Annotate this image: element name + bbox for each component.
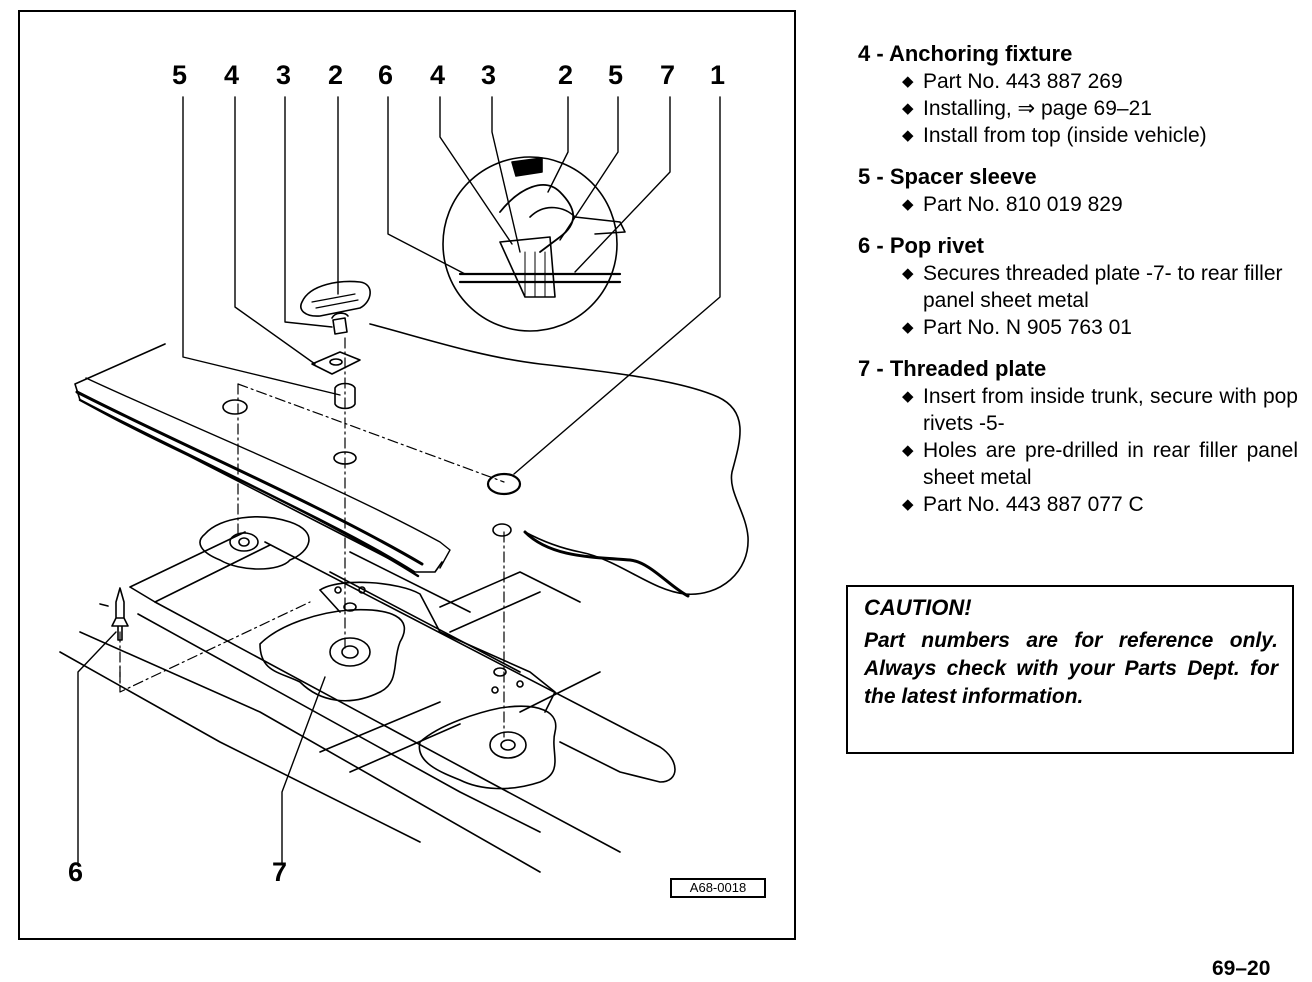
page-reference-link[interactable]: Installing, ⇒ page 69–21 xyxy=(923,97,1152,120)
callout-6-detail: 6 xyxy=(378,60,394,90)
diamond-bullet-icon: ◆ xyxy=(902,73,914,90)
list-item: ◆Insert from inside trunk, secure with p… xyxy=(902,385,1298,435)
list-item: ◆Secures threaded plate -7- to rear fill… xyxy=(902,262,1283,312)
page-number: 69–20 xyxy=(1212,957,1271,980)
diamond-bullet-icon: ◆ xyxy=(902,127,914,144)
legend-item-title: 5 - Spacer sleeve xyxy=(858,164,1037,189)
item-name: Spacer sleeve xyxy=(889,164,1037,189)
caution-box: CAUTION! Part numbers are for reference … xyxy=(846,585,1294,754)
callout-4-main: 4 xyxy=(224,60,240,90)
anchoring-cap xyxy=(300,280,371,317)
item-name: Threaded plate xyxy=(889,356,1047,381)
item-number: 6 xyxy=(858,233,871,258)
item-number: 5 xyxy=(858,164,871,189)
detail-inset xyxy=(442,156,618,332)
parts-legend: 4 - Anchoring fixture ◆Part No. 443 887 … xyxy=(858,40,1298,532)
pop-rivet xyxy=(111,587,129,641)
figure-drawing xyxy=(59,96,749,873)
callout-6-bottom: 6 xyxy=(68,857,84,887)
diamond-bullet-icon: ◆ xyxy=(902,442,914,459)
callout-4-detail: 4 xyxy=(430,60,446,90)
legend-item-threaded-plate: 7 - Threaded plate ◆Insert from inside t… xyxy=(858,355,1298,518)
anchoring-fixture xyxy=(311,351,361,375)
callout-2-main: 2 xyxy=(328,60,344,90)
diamond-bullet-icon: ◆ xyxy=(902,319,914,336)
diamond-bullet-icon: ◆ xyxy=(902,196,914,213)
list-item: ◆Part No. 443 887 077 C xyxy=(902,493,1144,516)
spacer-sleeve xyxy=(334,382,356,410)
diamond-bullet-icon: ◆ xyxy=(902,100,914,117)
legend-item-anchoring-fixture: 4 - Anchoring fixture ◆Part No. 443 887 … xyxy=(858,40,1298,149)
legend-item-title: 7 - Threaded plate xyxy=(858,356,1047,381)
list-item: ◆Holes are pre-drilled in rear filler pa… xyxy=(902,439,1298,489)
legend-item-pop-rivet: 6 - Pop rivet ◆Secures threaded plate -7… xyxy=(858,232,1298,341)
bullet-list: ◆Part No. 443 887 269 ◆ Installing, ⇒ pag… xyxy=(858,68,1298,149)
callout-5-detail: 5 xyxy=(608,60,624,90)
list-item: ◆Part No. 810 019 829 xyxy=(902,193,1123,216)
legend-item-title: 4 - Anchoring fixture xyxy=(858,41,1073,66)
bullet-list: ◆Part No. 810 019 829 xyxy=(858,191,1298,218)
bullet-list: ◆Secures threaded plate -7- to rear fill… xyxy=(858,260,1298,341)
exploded-view-figure: 5 4 3 2 6 4 3 2 5 7 1 6 7 A68-0018 xyxy=(18,10,796,940)
callout-7-bottom: 7 xyxy=(272,857,288,887)
diamond-bullet-icon: ◆ xyxy=(902,388,914,405)
diamond-bullet-icon: ◆ xyxy=(902,265,914,282)
screw xyxy=(331,312,349,335)
diamond-bullet-icon: ◆ xyxy=(902,496,914,513)
item-number: 7 xyxy=(858,356,871,381)
threaded-plate-center xyxy=(259,608,406,702)
threaded-plate-left xyxy=(199,516,310,570)
callout-1: 1 xyxy=(710,60,726,90)
caution-title: CAUTION! xyxy=(864,595,972,620)
callout-3-main: 3 xyxy=(276,60,292,90)
callout-3-detail: 3 xyxy=(481,60,497,90)
caution-text: Part numbers are for reference only. Alw… xyxy=(864,629,1278,708)
item-name: Anchoring fixture xyxy=(888,41,1073,66)
callout-7-detail: 7 xyxy=(660,60,676,90)
legend-item-spacer-sleeve: 5 - Spacer sleeve ◆Part No. 810 019 829 xyxy=(858,163,1298,218)
bullet-list: ◆Insert from inside trunk, secure with p… xyxy=(858,383,1298,518)
rear-panel-outline xyxy=(369,323,749,595)
list-item: ◆Install from top (inside vehicle) xyxy=(902,124,1207,147)
list-item: ◆ Installing, ⇒ page 69–21 xyxy=(900,95,1298,122)
item-name: Pop rivet xyxy=(889,233,984,258)
threaded-plate-right xyxy=(418,705,557,790)
list-item: ◆Part No. 443 887 269 xyxy=(902,70,1123,93)
list-item: ◆Part No. N 905 763 01 xyxy=(902,316,1132,339)
trim-strip xyxy=(74,343,443,573)
legend-item-title: 6 - Pop rivet xyxy=(858,233,984,258)
item-number: 4 xyxy=(858,41,871,66)
callout-2-detail: 2 xyxy=(558,60,574,90)
figure-code-label: A68-0018 xyxy=(670,878,766,898)
callout-5-main: 5 xyxy=(172,60,188,90)
